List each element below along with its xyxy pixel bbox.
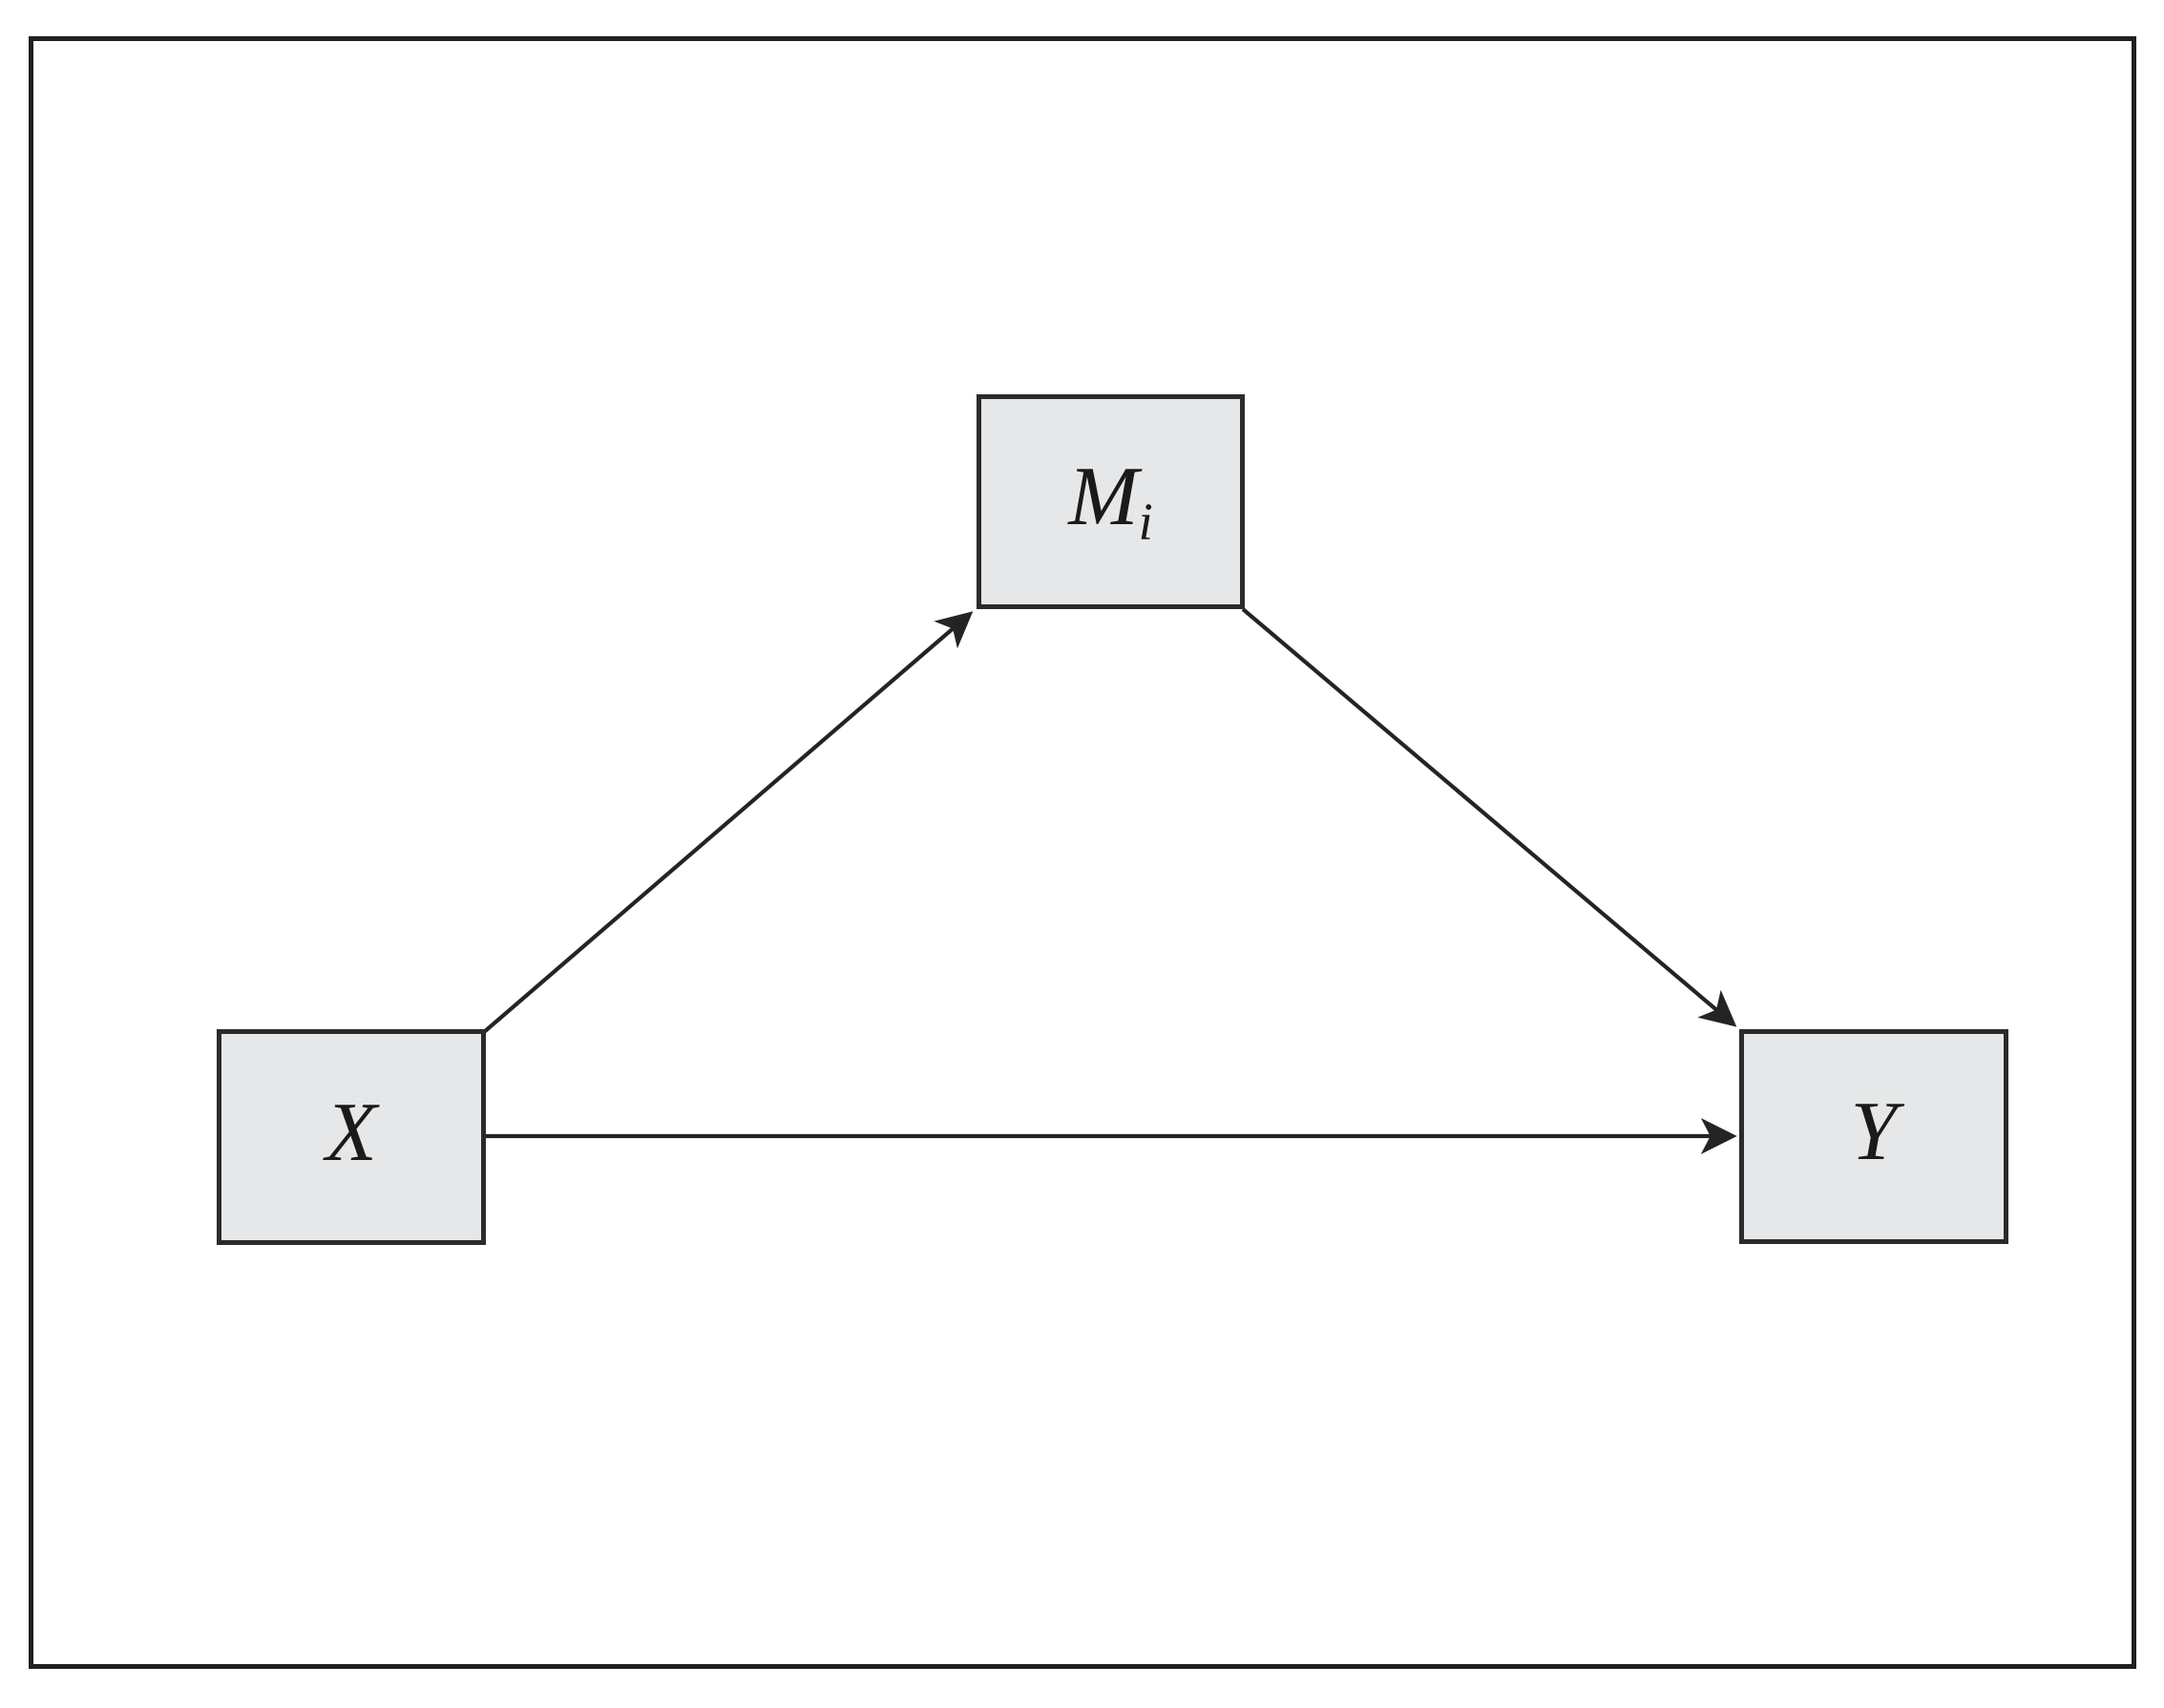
node-y: Y: [1739, 1029, 2008, 1244]
node-x-label: X: [326, 1086, 377, 1179]
node-x: X: [217, 1029, 486, 1245]
node-m-label: Mi: [1068, 451, 1153, 551]
node-y-label: Y: [1850, 1086, 1898, 1179]
node-m-subscript: i: [1138, 492, 1153, 551]
outer-frame: [29, 36, 2136, 1669]
node-m: Mi: [977, 394, 1245, 609]
